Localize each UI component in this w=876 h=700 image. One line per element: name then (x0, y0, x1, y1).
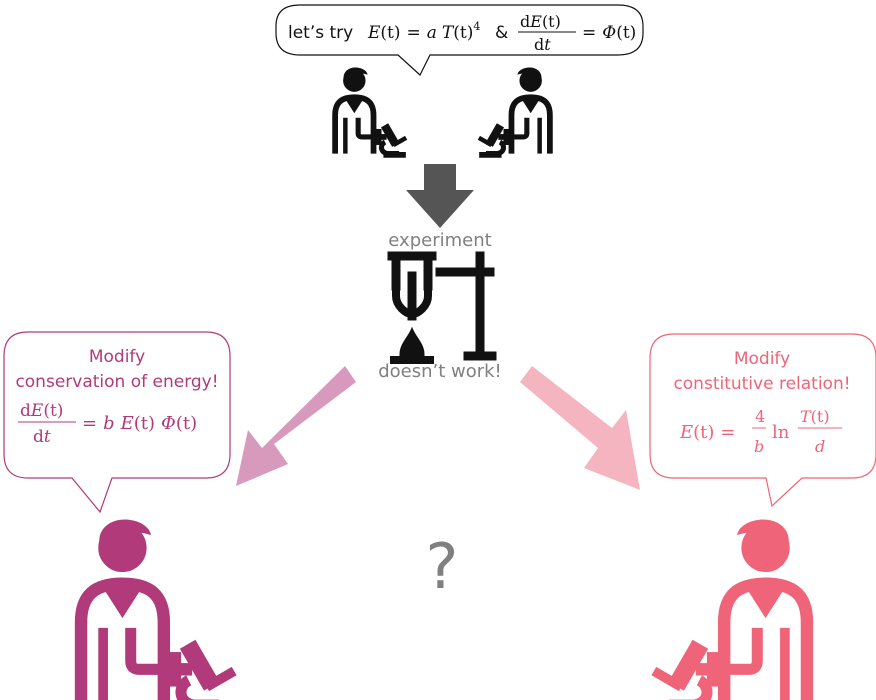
right-bubble-line1: Modify (734, 349, 790, 369)
right-bubble-equation: E(t)= 4 b ln T(t) d (679, 407, 842, 456)
svg-text:dt: dt (534, 35, 551, 54)
experiment-label: experiment (388, 230, 491, 251)
left-bubble-line1: Modify (89, 347, 145, 367)
svg-text:b: b (754, 437, 764, 456)
svg-text:dE(t): dE(t) (520, 12, 561, 31)
top-bubble-prefix: let’s try (288, 23, 353, 43)
svg-text:=Φ(t): =Φ(t) (582, 23, 636, 43)
right-diagonal-arrow-icon (520, 366, 640, 490)
svg-text:=bE(t)Φ(t): =bE(t)Φ(t) (82, 413, 197, 434)
scientist-right-pink-icon (652, 520, 807, 700)
top-bubble-equation-2: dE(t) dt =Φ(t) (518, 12, 636, 54)
svg-text:4: 4 (755, 407, 765, 426)
result-label: doesn’t work! (378, 361, 502, 382)
svg-text:dE(t): dE(t) (20, 401, 63, 421)
left-bubble-line2: conservation of energy! (15, 372, 218, 392)
svg-text:T(t): T(t) (800, 407, 830, 426)
svg-text:ln: ln (772, 422, 790, 443)
down-arrow-icon (406, 164, 474, 228)
svg-text:dt: dt (33, 427, 51, 447)
question-mark: ? (426, 530, 459, 603)
scientist-left-magenta-icon (81, 520, 236, 700)
right-bubble-line2: constitutive relation! (673, 374, 850, 394)
svg-text:E(t)=: E(t)= (679, 422, 736, 443)
lab-apparatus-icon (388, 252, 496, 360)
left-diagonal-arrow-icon (236, 366, 356, 486)
scientist-right-icon (478, 68, 550, 158)
right-speech-bubble: Modify constitutive relation! E(t)= 4 b … (649, 333, 876, 508)
left-speech-bubble: Modify conservation of energy! dE(t) dt … (3, 331, 231, 514)
scientist-left-icon (335, 68, 407, 158)
svg-text:d: d (815, 437, 825, 456)
top-bubble-ampersand: & (495, 23, 508, 43)
